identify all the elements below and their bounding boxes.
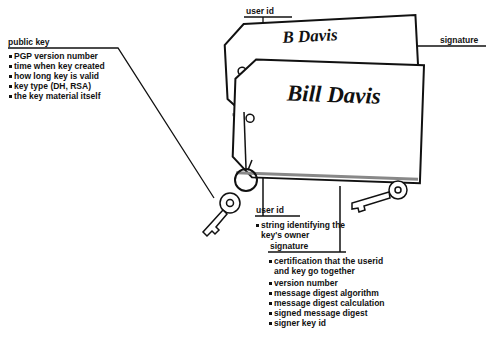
key-blade: [203, 210, 227, 236]
bullet-mark: [9, 95, 12, 98]
key-ring: [235, 169, 257, 191]
tag-name: Bill Davis: [286, 81, 381, 110]
tag-hole: [246, 114, 254, 122]
bullet-mark: [269, 292, 272, 295]
bullet-mark: [269, 302, 272, 305]
field-item: time when key created: [14, 61, 105, 71]
key-bow: [220, 193, 240, 213]
field-item: how long key is valid: [14, 71, 99, 81]
field-item: string identifying the key's owner: [261, 220, 361, 240]
signature-leader: [339, 186, 341, 252]
signature-leader: [410, 45, 486, 46]
field-heading: user id: [246, 6, 274, 16]
field-heading: user id: [256, 205, 284, 215]
key-bow-hole: [227, 200, 234, 207]
bullet-mark: [9, 75, 12, 78]
field-item: the key material itself: [14, 91, 100, 101]
tag-name: B Davis: [282, 25, 338, 48]
field-item: signer key id: [274, 318, 326, 328]
bullet-mark: [269, 322, 272, 325]
bullet-mark: [269, 312, 272, 315]
key-bow: [389, 181, 407, 199]
tag-string: [248, 160, 252, 170]
field-item: signed message digest: [274, 308, 368, 318]
field-item: message digest algorithm: [274, 288, 379, 298]
bullet-mark: [256, 224, 259, 227]
bullet-mark: [9, 55, 12, 58]
field-item: PGP version number: [14, 51, 98, 61]
bullet-mark: [269, 260, 272, 263]
field-heading: signature: [440, 35, 478, 45]
field-item: message digest calculation: [274, 298, 385, 308]
key-blade: [352, 192, 390, 212]
bullet-mark: [9, 85, 12, 88]
tag-body: [232, 59, 424, 183]
field-item: version number: [274, 278, 338, 288]
signature-underline: [268, 251, 346, 253]
bullet-mark: [9, 65, 12, 68]
tag-outline: [232, 59, 424, 183]
tag-shadow: [236, 173, 418, 179]
bullet-mark: [269, 282, 272, 285]
field-heading: signature: [270, 241, 308, 251]
field-item: key type (DH, RSA): [14, 81, 91, 91]
public-key-leader: [8, 48, 214, 198]
field-item: certification that the userid and key go…: [274, 256, 389, 276]
user-id-underline: [244, 16, 292, 17]
name-tag: Bill Davis: [232, 59, 424, 183]
user-id-underline: [255, 215, 300, 217]
key-bow-hole: [395, 187, 401, 193]
tag-string: [244, 112, 246, 168]
field-heading: public key: [8, 37, 50, 47]
